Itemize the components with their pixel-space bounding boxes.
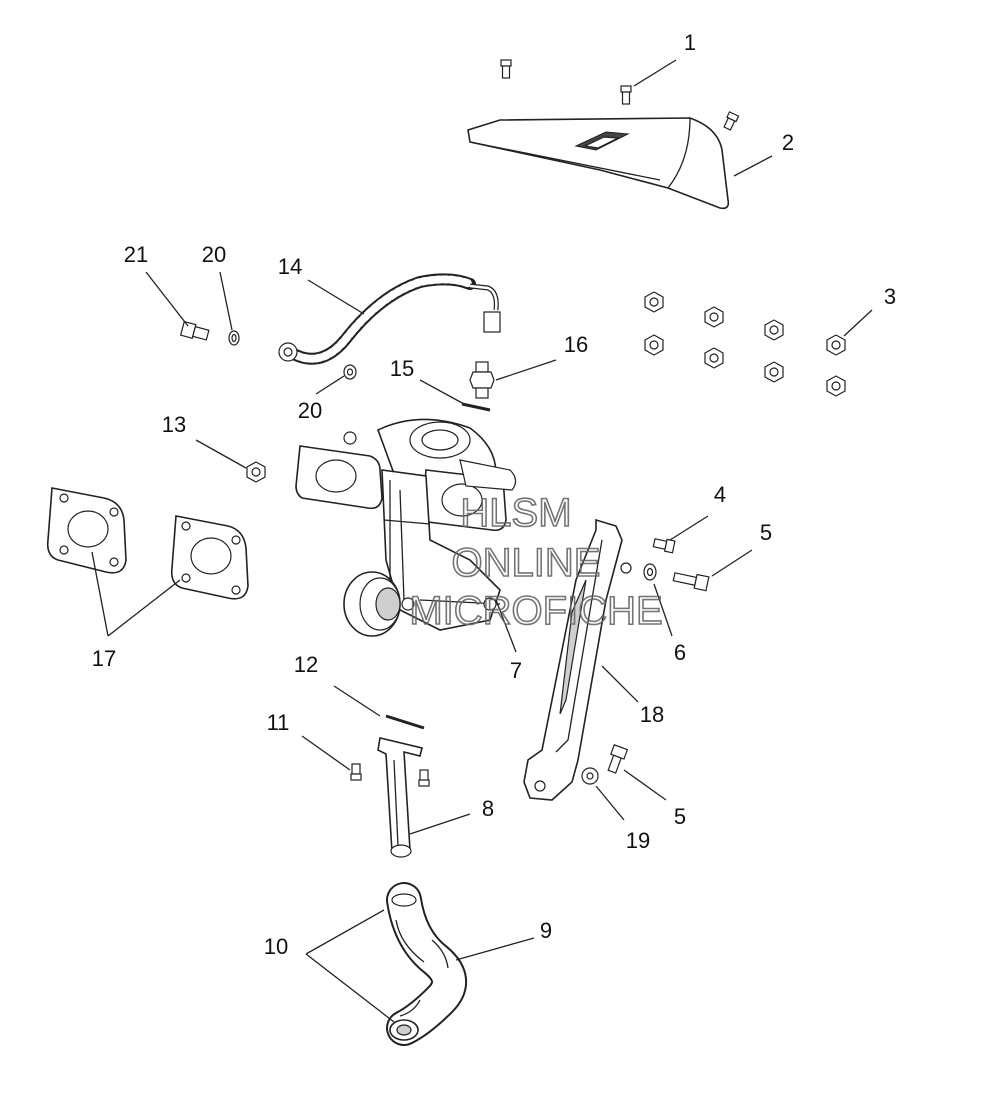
callout-6: 6 — [674, 640, 686, 665]
bolt-part-5a — [672, 572, 710, 592]
turbocharger-part-7 — [295, 418, 517, 637]
screw-part-1 — [500, 59, 740, 131]
gasket-part-17b — [170, 515, 249, 600]
callout-16: 16 — [564, 332, 588, 357]
callout-20a: 20 — [202, 242, 226, 267]
callout-7: 7 — [510, 658, 522, 683]
bolt-part-11a — [350, 763, 362, 781]
gasket-part-17a — [46, 487, 127, 574]
washer-part-20b — [343, 364, 357, 380]
oil-line-part-14 — [278, 273, 501, 365]
callout-17: 17 — [92, 646, 116, 671]
nuts-part-3 — [644, 291, 846, 397]
watermark-line-1: HLSM — [460, 491, 571, 535]
banjo-bolt-part-21 — [179, 320, 210, 341]
fitting-part-16 — [469, 361, 495, 399]
callout-21: 21 — [124, 242, 148, 267]
callout-19: 19 — [626, 828, 650, 853]
clip-part-15 — [461, 402, 491, 412]
callout-20b: 20 — [298, 398, 322, 423]
callout-5b: 5 — [674, 804, 686, 829]
washer-part-19 — [581, 767, 599, 785]
watermark-line-2: ONLINE — [452, 541, 601, 585]
callout-3: 3 — [884, 284, 896, 309]
bolt-part-4 — [652, 538, 676, 554]
callout-13: 13 — [162, 412, 186, 437]
callout-14: 14 — [278, 254, 302, 279]
callout-labels: 1 2 3 4 5 6 7 8 9 10 11 12 13 14 15 16 1… — [92, 30, 896, 959]
callout-4: 4 — [714, 482, 726, 507]
bolt-part-11b — [418, 769, 430, 787]
callout-11: 11 — [267, 710, 290, 735]
callout-2: 2 — [782, 130, 794, 155]
callout-10: 10 — [264, 934, 288, 959]
callout-8: 8 — [482, 796, 494, 821]
bolt-part-5b — [607, 744, 629, 774]
watermark: HLSM ONLINE MICROFICHE — [409, 490, 664, 634]
callout-12: 12 — [294, 652, 318, 677]
watermark-line-3: MICROFICHE — [409, 589, 662, 633]
oil-return-tube-part-8 — [377, 737, 423, 858]
nut-part-13 — [246, 461, 266, 483]
callout-1: 1 — [684, 30, 696, 55]
hose-part-9 — [386, 882, 467, 1046]
callout-9: 9 — [540, 918, 552, 943]
washer-part-6 — [643, 563, 657, 581]
callout-18: 18 — [640, 702, 664, 727]
leader-lines — [91, 59, 873, 1023]
callout-5a: 5 — [760, 520, 772, 545]
washer-part-20a — [228, 330, 240, 346]
clip-part-12 — [385, 714, 425, 730]
callout-15: 15 — [390, 356, 414, 381]
bracket-part-18 — [523, 518, 632, 801]
heat-shield-part-2 — [467, 117, 730, 210]
